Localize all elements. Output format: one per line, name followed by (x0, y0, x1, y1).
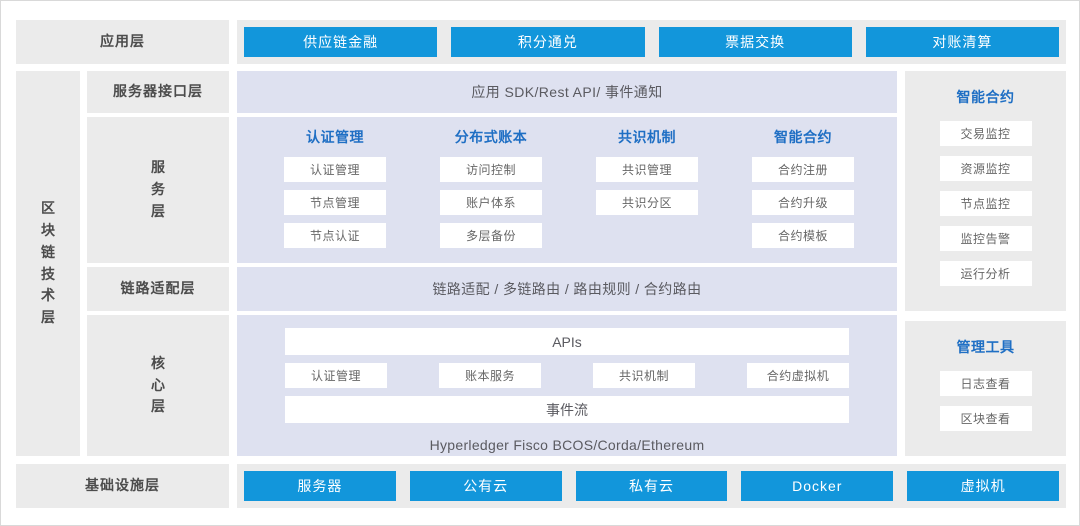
core-api-bar-text: APIs (552, 333, 582, 350)
infrastructure-item-4[interactable]: 虚拟机 (907, 471, 1059, 501)
service-column-1: 分布式账本访问控制账户体系多层备份 (440, 127, 542, 256)
infrastructure-item-1[interactable]: 公有云 (409, 471, 562, 501)
service-column-3: 智能合约合约注册合约升级合约模板 (752, 127, 854, 256)
core-api-bar: APIs (285, 328, 849, 355)
application-layer-label: 应用层 (100, 33, 145, 50)
infrastructure-item-3[interactable]: Docker (741, 471, 894, 501)
service-chip-1-1[interactable]: 账户体系 (440, 190, 542, 215)
application-layer-items: 供应链金融积分通兑票据交换对账清算 (237, 20, 1066, 64)
application-item-2[interactable]: 票据交换 (658, 27, 852, 57)
side-panel-chip-smart-contract-3[interactable]: 监控告警 (939, 226, 1032, 251)
service-chip-2-0[interactable]: 共识管理 (596, 157, 698, 182)
link-adaptation-layer-label-block: 链路适配层 (87, 267, 229, 311)
core-layer-panel: APIs 认证管理 账本服务 共识机制 合约虚拟机 事件流 Hyperledger F… (237, 315, 897, 456)
side-panel-management-tools: 管理工具日志查看区块查看 (905, 321, 1066, 456)
side-panel-chip-management-tools-0[interactable]: 日志查看 (939, 371, 1032, 396)
service-chip-3-0[interactable]: 合约注册 (752, 157, 854, 182)
core-event-bar-text: 事件流 (546, 401, 588, 418)
server-interface-banner-text: 应用 SDK/Rest API/ 事件通知 (471, 84, 663, 100)
application-item-3[interactable]: 对账清算 (865, 27, 1059, 57)
core-layer-label: 核心层 (151, 354, 169, 415)
service-chip-0-0[interactable]: 认证管理 (284, 157, 386, 182)
side-panel-chip-smart-contract-0[interactable]: 交易监控 (939, 121, 1032, 146)
side-panel-chip-smart-contract-2[interactable]: 节点监控 (939, 191, 1032, 216)
service-column-head-2: 共识机制 (618, 129, 676, 145)
application-layer-label-block: 应用层 (16, 20, 229, 64)
service-column-head-3: 智能合约 (774, 129, 832, 145)
side-panel-chip-management-tools-1[interactable]: 区块查看 (939, 406, 1032, 431)
side-panel-chip-smart-contract-1[interactable]: 资源监控 (939, 156, 1032, 181)
side-panel-title-management-tools: 管理工具 (956, 339, 1015, 355)
core-module-2[interactable]: 共识机制 (593, 363, 695, 388)
server-interface-banner: 应用 SDK/Rest API/ 事件通知 (237, 71, 897, 113)
side-panel-chip-smart-contract-4[interactable]: 运行分析 (939, 261, 1032, 286)
service-column-2: 共识机制共识管理共识分区 (596, 127, 698, 256)
service-chip-1-0[interactable]: 访问控制 (440, 157, 542, 182)
service-layer-columns: 认证管理认证管理节点管理节点认证分布式账本访问控制账户体系多层备份共识机制共识管… (284, 127, 854, 256)
link-adaptation-banner: 链路适配 / 多链路由 / 路由规则 / 合约路由 (237, 267, 897, 311)
core-footer-text: Hyperledger Fisco BCOS/Corda/Ethereum (429, 437, 705, 453)
service-column-head-1: 分布式账本 (454, 129, 528, 145)
service-column-0: 认证管理认证管理节点管理节点认证 (284, 127, 386, 256)
core-event-bar: 事件流 (285, 396, 849, 423)
service-chip-1-2[interactable]: 多层备份 (440, 223, 542, 248)
service-chip-3-2[interactable]: 合约模板 (752, 223, 854, 248)
core-module-0[interactable]: 认证管理 (285, 363, 387, 388)
link-adaptation-layer-label: 链路适配层 (120, 280, 196, 297)
application-item-1[interactable]: 积分通兑 (451, 27, 645, 57)
link-adaptation-banner-text: 链路适配 / 多链路由 / 路由规则 / 合约路由 (432, 281, 702, 297)
service-chip-0-2[interactable]: 节点认证 (284, 223, 386, 248)
side-panel-title-smart-contract: 智能合约 (956, 89, 1015, 105)
service-layer-label: 服务层 (151, 159, 169, 219)
service-column-head-0: 认证管理 (306, 129, 364, 145)
service-chip-0-1[interactable]: 节点管理 (284, 190, 386, 215)
core-layer-label-block: 核心层 (87, 315, 229, 456)
core-module-1[interactable]: 账本服务 (439, 363, 541, 388)
server-interface-layer-label: 服务器接口层 (113, 83, 203, 100)
blockchain-tech-layer-label: 区块链技术层 (41, 200, 59, 325)
service-chip-3-1[interactable]: 合约升级 (752, 190, 854, 215)
service-layer-label-block: 服务层 (87, 117, 229, 263)
blockchain-tech-layer-label-block: 区块链技术层 (16, 71, 80, 456)
infrastructure-layer-label: 基础设施层 (85, 477, 160, 494)
application-item-0[interactable]: 供应链金融 (244, 27, 438, 57)
infrastructure-layer-items: 服务器公有云私有云 Docker 虚拟机 (237, 464, 1066, 508)
infrastructure-item-2[interactable]: 私有云 (575, 471, 728, 501)
service-chip-2-1[interactable]: 共识分区 (596, 190, 698, 215)
server-interface-layer-label-block: 服务器接口层 (87, 71, 229, 113)
core-module-row: 认证管理 账本服务 共识机制 合约虚拟机 (285, 363, 849, 388)
infrastructure-item-0[interactable]: 服务器 (244, 471, 396, 501)
core-module-3[interactable]: 合约虚拟机 (747, 363, 849, 388)
infrastructure-layer-label-block: 基础设施层 (16, 464, 229, 508)
side-panel-smart-contract: 智能合约交易监控资源监控节点监控监控告警运行分析 (905, 71, 1066, 311)
